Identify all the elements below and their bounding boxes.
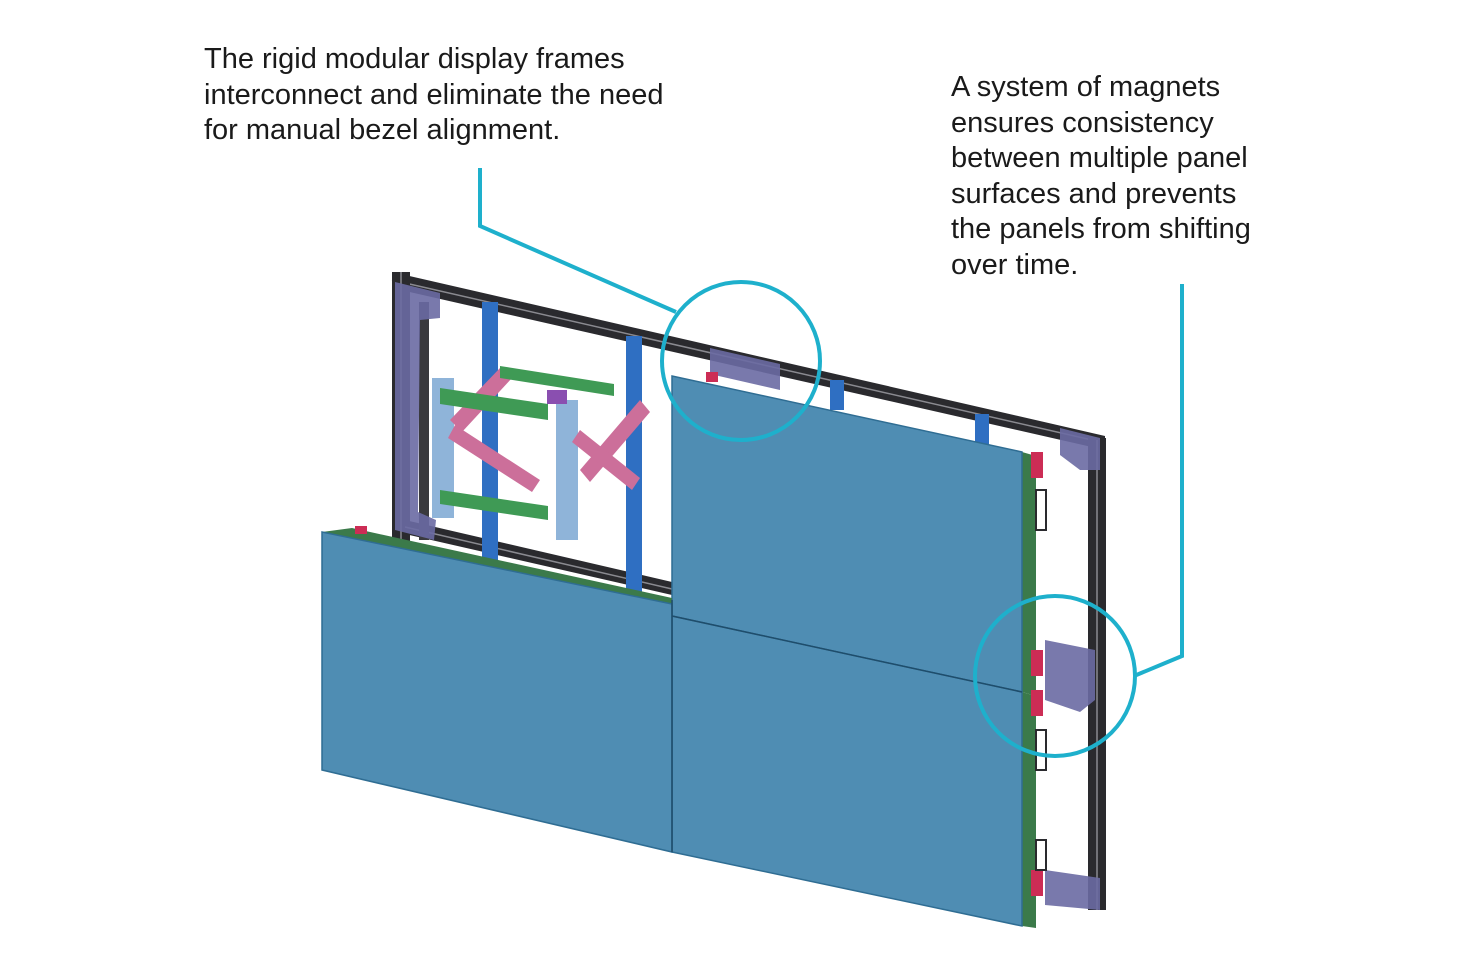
mount-pink-arm-2 [448, 425, 540, 492]
mount-green-bar-upper [440, 388, 548, 420]
callout-magnets-line: the panels from shifting [951, 213, 1251, 245]
frame-bracket-top-right [1060, 428, 1100, 470]
magnet-1 [1031, 452, 1043, 478]
frame-bracket-mid-right [1045, 640, 1095, 712]
frame-bracket-top-left [395, 282, 440, 540]
magnet-2 [1031, 650, 1043, 676]
mount-strut-right [556, 400, 578, 540]
panel-handle-1 [1035, 489, 1047, 531]
frame-bracket-bottom-right [1045, 870, 1100, 910]
mount-strut-left [432, 378, 454, 518]
magnet-4 [1031, 870, 1043, 896]
mount-green-bar-lower [440, 490, 548, 520]
callout-magnets-pointer [973, 284, 1184, 758]
modular-display-frame [391, 272, 1106, 910]
mount-purple-block [547, 390, 567, 404]
callout-frames-line: interconnect and eliminate the need [204, 78, 664, 111]
callout-magnets-line: ensures consistency [951, 106, 1214, 139]
callout-frames-line: The rigid modular display frames [204, 43, 625, 75]
mount-green-bar-top [500, 366, 614, 396]
panel-bottom-left-edge [322, 528, 672, 604]
callout-frames-pointer [478, 168, 822, 442]
callout-magnets-line: A system of magnets [951, 71, 1221, 103]
mount-blue-rail-3 [830, 380, 844, 410]
frame-bracket-top-center [710, 348, 780, 390]
panel-top-right-edge [1022, 452, 1036, 696]
callout-frames-text: The rigid modular display frames interco… [204, 42, 663, 149]
callout-frames-circle [660, 280, 822, 442]
mount-pink-arm-4 [572, 430, 640, 490]
wall-mount-assembly [432, 302, 989, 602]
mount-blue-rail-4 [975, 414, 989, 444]
callout-magnets-text: A system of magnets ensures consistency … [951, 70, 1251, 283]
callout-magnets-leader-line [1133, 284, 1184, 678]
panel-handle-2 [1035, 729, 1047, 771]
callout-magnets-line: surfaces and prevents [951, 177, 1237, 210]
magnet-6 [355, 526, 367, 534]
frame-inner-upright [419, 302, 429, 540]
panel-handle-3 [1035, 839, 1047, 871]
callout-magnets-line: over time. [951, 248, 1079, 281]
callout-magnets-line: between multiple panel [951, 142, 1248, 174]
callout-magnets-circle [973, 594, 1137, 758]
callout-frames-leader-line [478, 168, 677, 314]
magnet-5 [706, 372, 718, 382]
panel-seam-horizontal [671, 615, 1023, 693]
magnet-3 [1031, 690, 1043, 716]
display-panels [321, 372, 1047, 928]
callout-frames-line: for manual bezel alignment. [204, 114, 561, 146]
